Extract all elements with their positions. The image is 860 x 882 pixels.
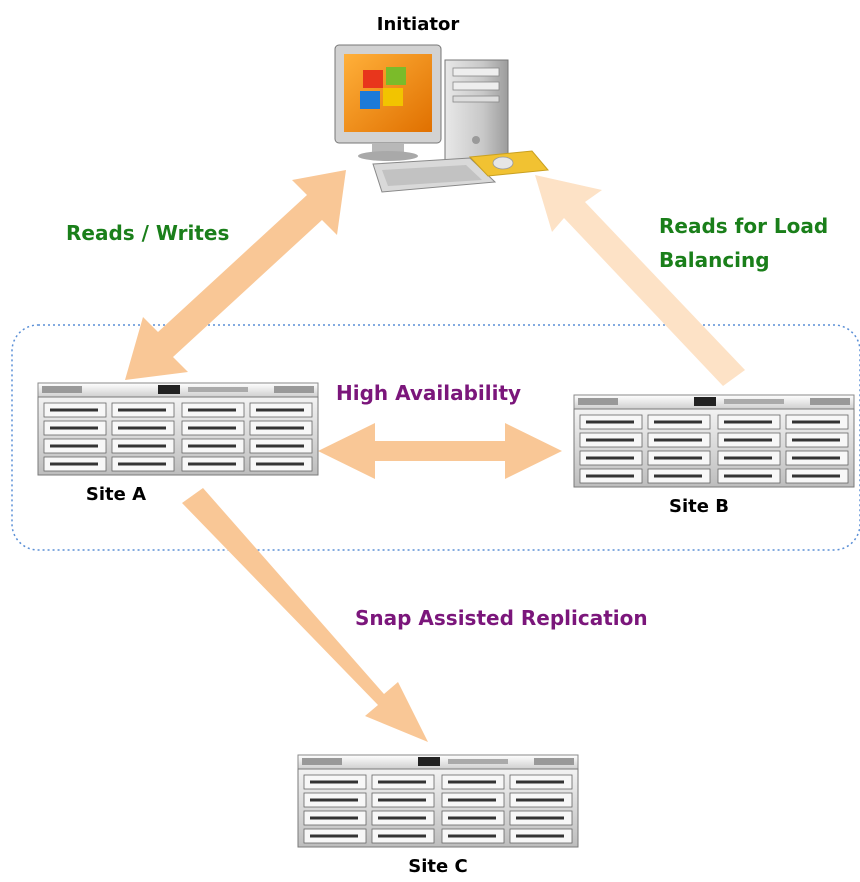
site-b-node: Site B	[572, 393, 856, 517]
site-a-label: Site A	[86, 484, 146, 505]
high-availability-label: High Availability	[336, 381, 521, 405]
load-balancing-label-line1: Reads for Load	[659, 214, 828, 238]
replication-label: Snap Assisted Replication	[355, 606, 648, 630]
load-balancing-label-line2: Balancing	[659, 248, 770, 272]
desktop-computer-icon	[334, 44, 549, 193]
rack-server-icon	[36, 381, 320, 477]
initiator-node: Initiator	[334, 14, 549, 193]
replication-arrow	[182, 488, 428, 742]
site-c-node: Site C	[296, 753, 580, 877]
high-availability-arrow	[318, 423, 562, 479]
load-balancing-arrow	[535, 175, 745, 386]
site-c-label: Site C	[408, 856, 467, 877]
rack-server-icon	[296, 753, 580, 849]
site-b-label: Site B	[669, 496, 729, 517]
initiator-label: Initiator	[377, 14, 460, 35]
reads-writes-arrow	[125, 170, 346, 380]
rack-server-icon	[572, 393, 856, 489]
reads-writes-label: Reads / Writes	[66, 221, 229, 245]
site-a-node: Site A	[36, 381, 320, 505]
